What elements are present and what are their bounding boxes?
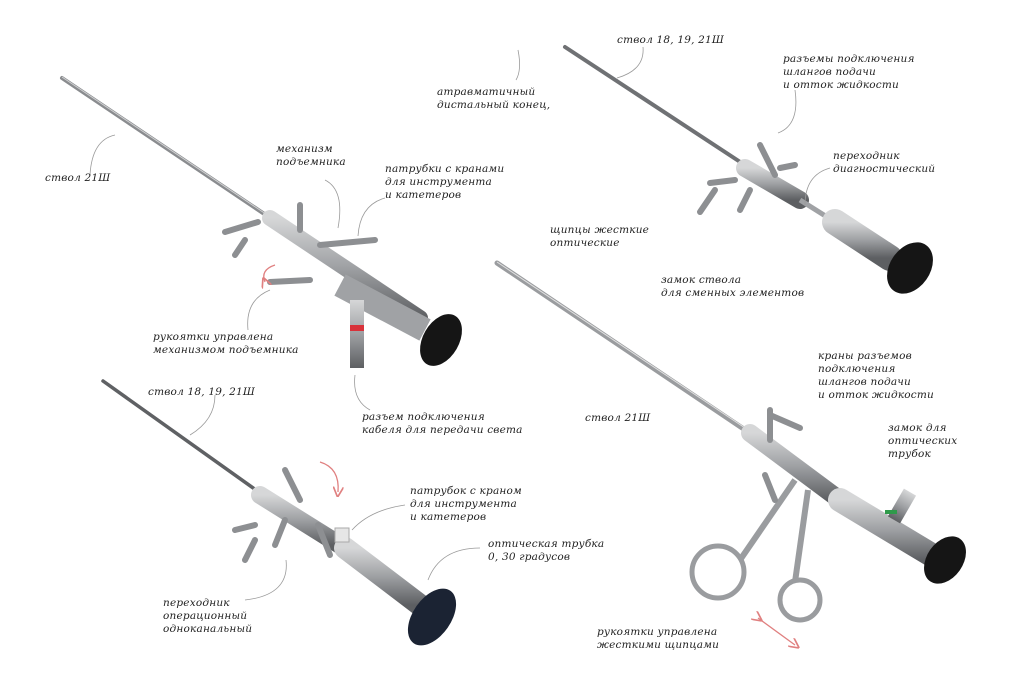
- label-line: разъемы подключения: [783, 53, 915, 65]
- label-line: кабеля для передачи света: [362, 424, 523, 436]
- label-line: атравматичный: [437, 86, 536, 98]
- label-line: ствол 18, 19, 21Ш: [148, 386, 256, 398]
- label-line: жесткими щипцами: [597, 639, 720, 651]
- label-line: и отток жидкости: [783, 79, 900, 91]
- label-line: 0, 30 градусов: [488, 551, 571, 563]
- label-line: замок для: [888, 422, 947, 434]
- label-line: патрубки с кранами: [385, 163, 505, 175]
- label-line: одноканальный: [163, 623, 253, 635]
- optical-rigid-forceps: [494, 260, 966, 623]
- resectoscope-with-elevator: [60, 76, 462, 368]
- label-line: ствол 21Ш: [585, 412, 651, 424]
- cystoscope-operating: [101, 379, 457, 646]
- label-shaft-18-19-21sh-top: ствол 18, 19, 21Ш: [617, 34, 724, 47]
- label-line: замок ствола: [661, 274, 742, 286]
- label-line: разъем подключения: [362, 411, 485, 423]
- label-line: трубок: [888, 448, 931, 460]
- label-line: диагностический: [833, 163, 936, 175]
- label-line: и катетеров: [410, 511, 487, 523]
- label-line: щипцы жесткие: [550, 224, 650, 236]
- label-line: механизмом подъемника: [153, 344, 299, 356]
- label-line: и отток жидкости: [818, 389, 935, 401]
- label-line: оптические: [550, 237, 620, 249]
- label-line: ствол 21Ш: [45, 172, 111, 184]
- label-line: подключения: [818, 363, 896, 375]
- label-line: для сменных элементов: [661, 287, 805, 299]
- label-line: и катетеров: [385, 189, 462, 201]
- label-line: шлангов подачи: [783, 66, 876, 78]
- leader-lines: [89, 46, 831, 601]
- label-line: оптических: [888, 435, 958, 447]
- label-line: патрубок с краном: [410, 485, 522, 497]
- label-line: переходник: [833, 150, 900, 162]
- label-line: для инструмента: [410, 498, 518, 510]
- label-line: подъемника: [276, 156, 346, 168]
- label-line: шлангов подачи: [818, 376, 911, 388]
- label-line: механизм: [276, 143, 333, 155]
- label-line: рукоятки управлена: [597, 626, 718, 638]
- cystoscope-diagnostic: [563, 45, 933, 294]
- label-line: рукоятки управлена: [153, 331, 274, 343]
- label-shaft-21sh: ствол 21Ш: [45, 172, 110, 185]
- label-line: оптическая трубка: [488, 538, 605, 550]
- label-line: переходник: [163, 597, 230, 609]
- label-line: для инструмента: [385, 176, 493, 188]
- label-line: операционный: [163, 610, 248, 622]
- label-line: дистальный конец,: [437, 99, 551, 111]
- label-line: краны разъемов: [818, 350, 912, 362]
- label-line: ствол 18, 19, 21Ш: [617, 34, 725, 46]
- label-shaft-21sh-forceps: ствол 21Ш: [585, 412, 650, 425]
- label-shaft-18-19-21sh: ствол 18, 19, 21Ш: [148, 386, 255, 399]
